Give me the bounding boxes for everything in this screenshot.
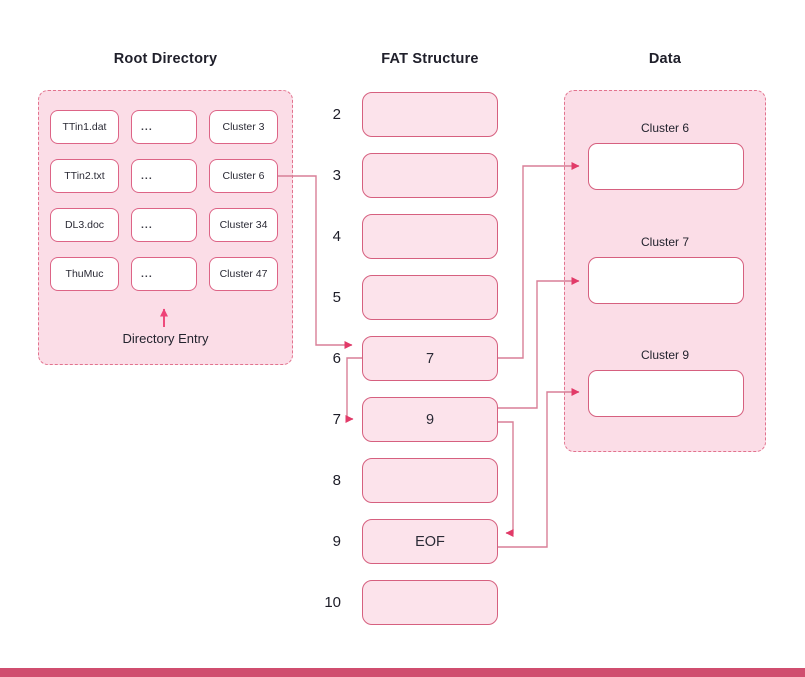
dir-entry-filename: DL3.doc <box>50 208 119 242</box>
dir-entry-attrs: ... <box>131 110 197 144</box>
bottom-accent-bar <box>0 668 805 677</box>
fat-index-8: 8 <box>332 472 341 489</box>
fat-index-10: 10 <box>324 594 341 611</box>
fat-slot-7: 9 <box>362 397 498 442</box>
fat-slot-8 <box>362 458 498 503</box>
fat-slot-4 <box>362 214 498 259</box>
fat-slot-3 <box>362 153 498 198</box>
dir-entry-cluster: Cluster 34 <box>209 208 278 242</box>
fat-index-7: 7 <box>332 411 341 428</box>
root-directory-title: Root Directory <box>113 51 218 67</box>
dir-entry-attrs: ... <box>131 257 197 291</box>
connector-fat6-to-fat7 <box>345 357 362 423</box>
data-cluster-6-block <box>588 143 744 190</box>
data-cluster-9-label: Cluster 9 <box>640 348 690 362</box>
directory-entry-annotation: Directory Entry <box>122 331 209 346</box>
fat-slot-6: 7 <box>362 336 498 381</box>
dir-entry-filename: ThuMuc <box>50 257 119 291</box>
fat-index-3: 3 <box>332 167 341 184</box>
fat-structure-title: FAT Structure <box>381 51 479 67</box>
fat-slot-9: EOF <box>362 519 498 564</box>
data-cluster-9-block <box>588 370 744 417</box>
dir-entry-cluster: Cluster 3 <box>209 110 278 144</box>
dir-entry-cluster: Cluster 6 <box>209 159 278 193</box>
fat-slot-2 <box>362 92 498 137</box>
dir-entry-cluster: Cluster 47 <box>209 257 278 291</box>
fat-slot-10 <box>362 580 498 625</box>
fat-index-9: 9 <box>332 533 341 550</box>
dir-entry-filename: TTin2.txt <box>50 159 119 193</box>
connector-fat7-to-fat9 <box>498 421 514 537</box>
data-title: Data <box>648 51 682 67</box>
dir-entry-attrs: ... <box>131 159 197 193</box>
fat-index-2: 2 <box>332 106 341 123</box>
data-cluster-6-label: Cluster 6 <box>640 121 690 135</box>
fat-slot-5 <box>362 275 498 320</box>
dir-entry-filename: TTin1.dat <box>50 110 119 144</box>
fat-index-5: 5 <box>332 289 341 306</box>
fat-index-6: 6 <box>332 350 341 367</box>
fat-index-4: 4 <box>332 228 341 245</box>
dir-entry-attrs: ... <box>131 208 197 242</box>
data-cluster-7-label: Cluster 7 <box>640 235 690 249</box>
data-cluster-7-block <box>588 257 744 304</box>
